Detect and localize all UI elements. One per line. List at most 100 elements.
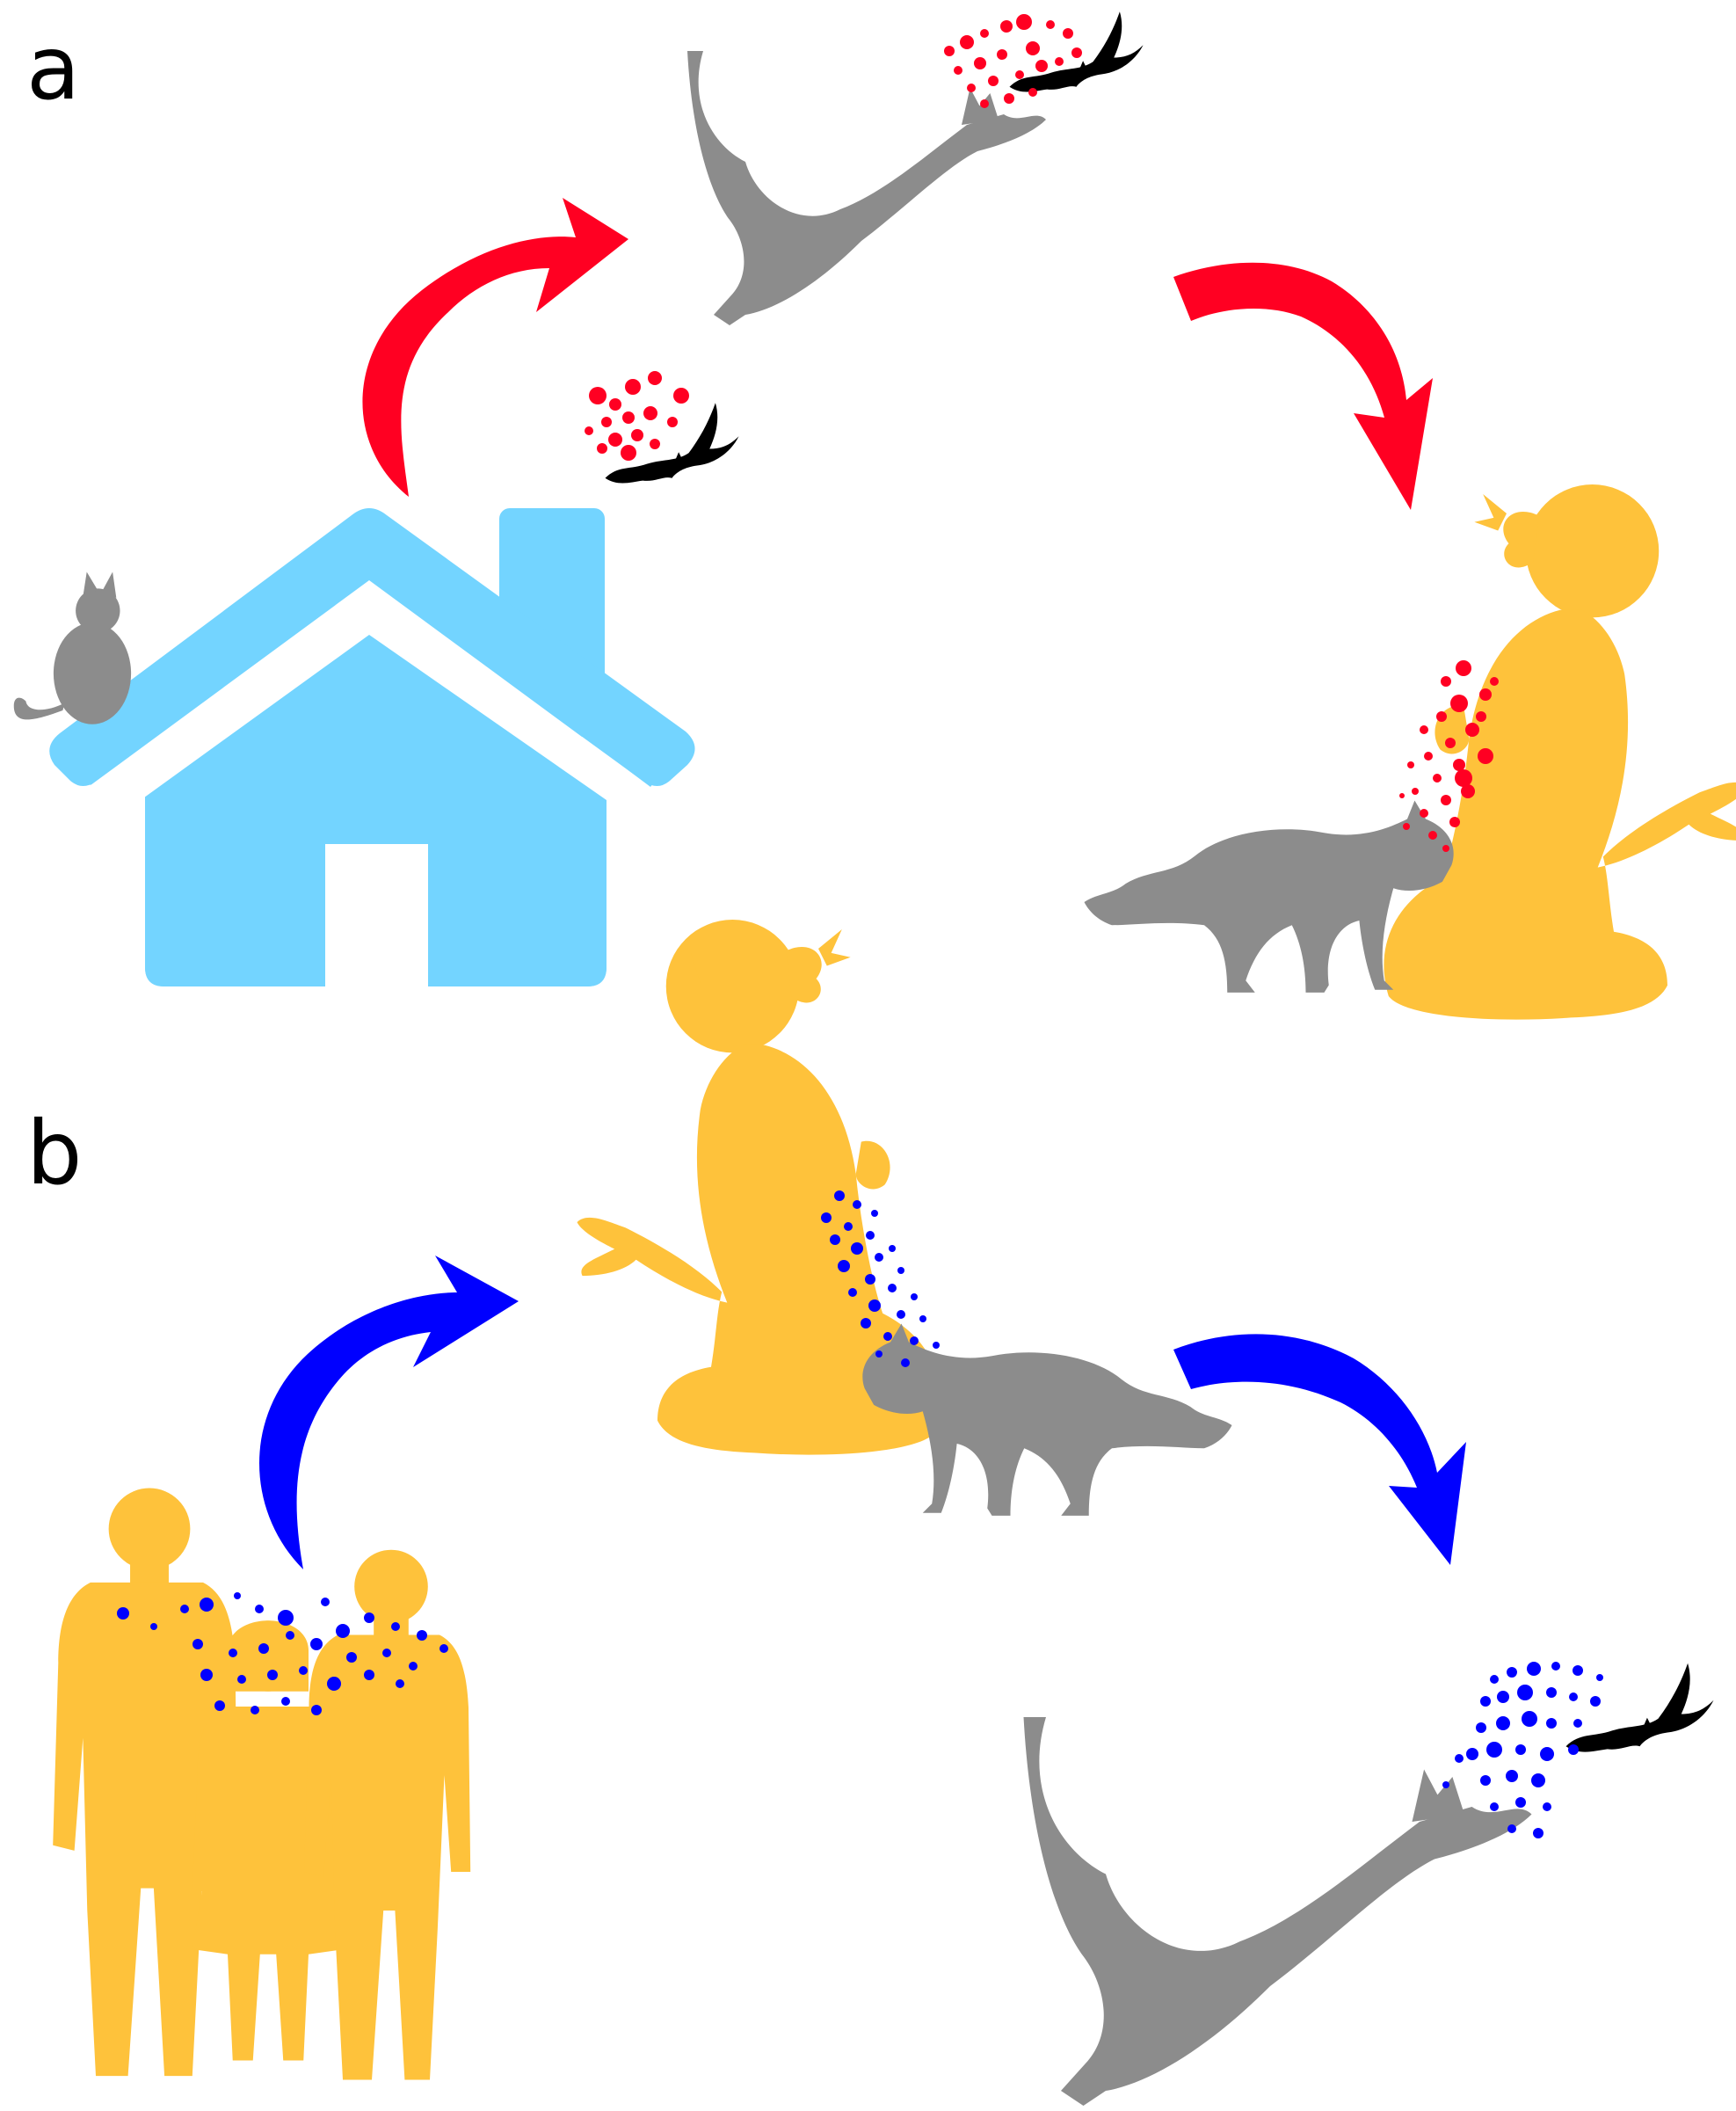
particle-dot xyxy=(310,1638,323,1650)
particle-dot xyxy=(336,1624,350,1638)
particle-dot xyxy=(631,429,643,441)
particle-dot xyxy=(1055,57,1064,66)
particle-dot xyxy=(346,1652,357,1663)
particle-dot xyxy=(229,1649,237,1657)
particle-dot xyxy=(1533,1828,1544,1838)
house-roof-icon xyxy=(49,508,695,786)
particle-dot xyxy=(286,1631,294,1640)
particle-dot xyxy=(1442,845,1449,852)
particle-dot xyxy=(1497,1691,1509,1703)
particle-dot xyxy=(1490,677,1499,686)
sitting-cat-icon xyxy=(13,571,132,724)
particle-dot xyxy=(868,1299,881,1312)
particle-dot xyxy=(1546,1718,1557,1729)
particle-dot xyxy=(1004,93,1014,104)
particle-dot xyxy=(391,1622,400,1631)
particle-dot xyxy=(267,1670,278,1680)
particle-dot xyxy=(1015,70,1024,79)
particle-dot xyxy=(1412,788,1419,795)
particle-dot xyxy=(933,1342,940,1349)
particle-dot xyxy=(888,1284,897,1292)
particle-dot xyxy=(409,1662,418,1671)
particle-dot xyxy=(621,445,636,461)
particle-dot xyxy=(875,1253,883,1262)
particle-dot xyxy=(1028,88,1037,97)
particle-dot xyxy=(1517,1685,1533,1700)
particle-dot xyxy=(648,371,662,385)
particle-dot xyxy=(150,1623,157,1630)
particle-dot xyxy=(1466,1748,1478,1760)
particle-dot xyxy=(200,1598,214,1612)
particle-dot xyxy=(396,1679,404,1688)
panel-label-a: a xyxy=(26,17,81,120)
particle-dot xyxy=(897,1310,905,1319)
particle-dot xyxy=(988,76,999,86)
particle-dot xyxy=(871,1210,878,1217)
jumping-cat-icon-b xyxy=(1023,1717,1532,2106)
particle-dot xyxy=(851,1242,863,1255)
particle-dot xyxy=(673,388,689,404)
jumping-cat-icon xyxy=(687,50,1046,325)
particle-dot xyxy=(1455,1754,1464,1763)
particle-dot xyxy=(1016,14,1032,30)
particle-dot xyxy=(910,1336,919,1345)
particle-dot xyxy=(1507,1667,1517,1678)
particle-dot xyxy=(180,1605,189,1613)
particle-dot xyxy=(1420,809,1428,818)
panel-a-group xyxy=(13,11,1736,1020)
bat-icon-bottom xyxy=(1565,1663,1714,1752)
particle-dot xyxy=(1522,1711,1537,1727)
particle-dot xyxy=(919,1315,926,1322)
particle-dot xyxy=(327,1677,341,1691)
particle-dot xyxy=(251,1706,259,1714)
particle-dot xyxy=(1590,1696,1601,1707)
particle-dot xyxy=(667,417,678,427)
particle-dot xyxy=(1496,1716,1510,1730)
particle-dot xyxy=(1063,28,1073,39)
particle-dot xyxy=(1515,1797,1526,1808)
particle-dot xyxy=(1551,1662,1560,1671)
particle-dot xyxy=(1035,60,1048,72)
particle-dot xyxy=(1465,723,1479,737)
particle-dot xyxy=(311,1705,322,1715)
particle-dot xyxy=(1453,759,1465,771)
panel-b-group xyxy=(53,920,1714,2106)
particle-dot xyxy=(1506,1770,1518,1782)
particle-dot xyxy=(117,1607,129,1620)
particle-dot xyxy=(417,1630,427,1641)
particle-dot xyxy=(1596,1674,1603,1681)
particle-dot xyxy=(889,1245,896,1252)
particle-dot xyxy=(1071,47,1082,58)
particle-dot xyxy=(589,387,607,404)
virus-particles-girl-breath xyxy=(1399,660,1499,852)
particle-dot xyxy=(1424,752,1433,761)
particle-dot xyxy=(597,443,607,454)
particle-dot xyxy=(911,1293,918,1300)
particle-dot xyxy=(1478,748,1493,764)
particle-dot xyxy=(192,1639,203,1649)
arrow-people-to-girl xyxy=(259,1256,519,1569)
particle-dot xyxy=(258,1643,269,1654)
particle-dot xyxy=(844,1222,853,1231)
particle-dot xyxy=(1486,1742,1502,1758)
particle-dot xyxy=(278,1610,294,1626)
particle-dot xyxy=(1479,688,1492,701)
roof-gap xyxy=(70,580,668,800)
particle-dot xyxy=(1531,1773,1545,1787)
particle-dot xyxy=(1441,676,1451,687)
particle-dot xyxy=(865,1274,875,1285)
particle-dot xyxy=(980,99,989,108)
particle-dot xyxy=(255,1605,264,1613)
panel-label-b: b xyxy=(26,1102,83,1205)
particle-dot xyxy=(1573,1665,1583,1676)
virus-particles-top xyxy=(944,14,1082,108)
particle-dot xyxy=(1433,774,1442,783)
particle-dot xyxy=(608,433,622,447)
particle-dot xyxy=(1436,711,1447,722)
arrow-cat-to-girl xyxy=(1173,262,1433,510)
particle-dot xyxy=(967,84,976,92)
particle-dot xyxy=(1000,20,1013,33)
particle-dot xyxy=(848,1288,857,1297)
particle-dot xyxy=(299,1666,308,1675)
